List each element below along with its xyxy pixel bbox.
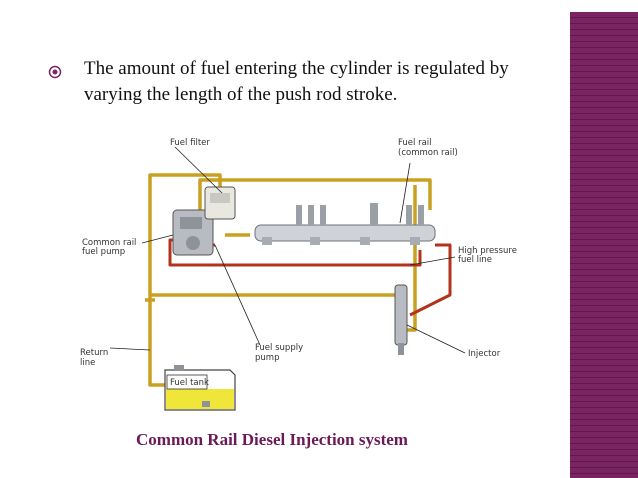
fuel-filter [204,186,236,220]
label-common-rail-pump: Common rail [82,238,136,248]
label-fuel-supply-pump: Fuel supply [255,343,303,353]
radio-bullet-icon [48,65,62,79]
label-high-pressure: High pressure [458,246,517,256]
accent-bar [570,12,638,478]
bullet-line-1: The amount of fuel entering the cylinder… [84,58,509,79]
label-fuel-filter: Fuel filter [170,138,210,148]
label-fuel-supply-pump-sub: pump [255,353,279,363]
label-return-line: Return [80,348,108,358]
label-fuel-rail-sub: (common rail) [398,148,458,158]
fuel-rail [254,203,436,245]
label-injector: Injector [468,349,501,359]
label-high-pressure-sub: fuel line [458,255,492,265]
diagram-caption: Common Rail Diesel Injection system [136,430,408,449]
fuel-lines [145,173,432,387]
fuel-system-diagram: Fuel filter Fuel rail (common rail) Comm… [80,138,517,411]
label-fuel-rail: Fuel rail [398,138,432,148]
injector [394,284,408,355]
label-fuel-tank: Fuel tank [170,378,209,388]
common-rail-pump [172,209,214,256]
bullet-line-2: varying the length of the push rod strok… [84,84,398,105]
bullet-text: The amount of fuel entering the cylinder… [84,56,564,108]
fuel-tank [164,365,236,411]
label-common-rail-pump-sub: fuel pump [82,247,125,257]
label-return-line-sub: line [80,358,95,368]
leader-lines [109,146,466,354]
